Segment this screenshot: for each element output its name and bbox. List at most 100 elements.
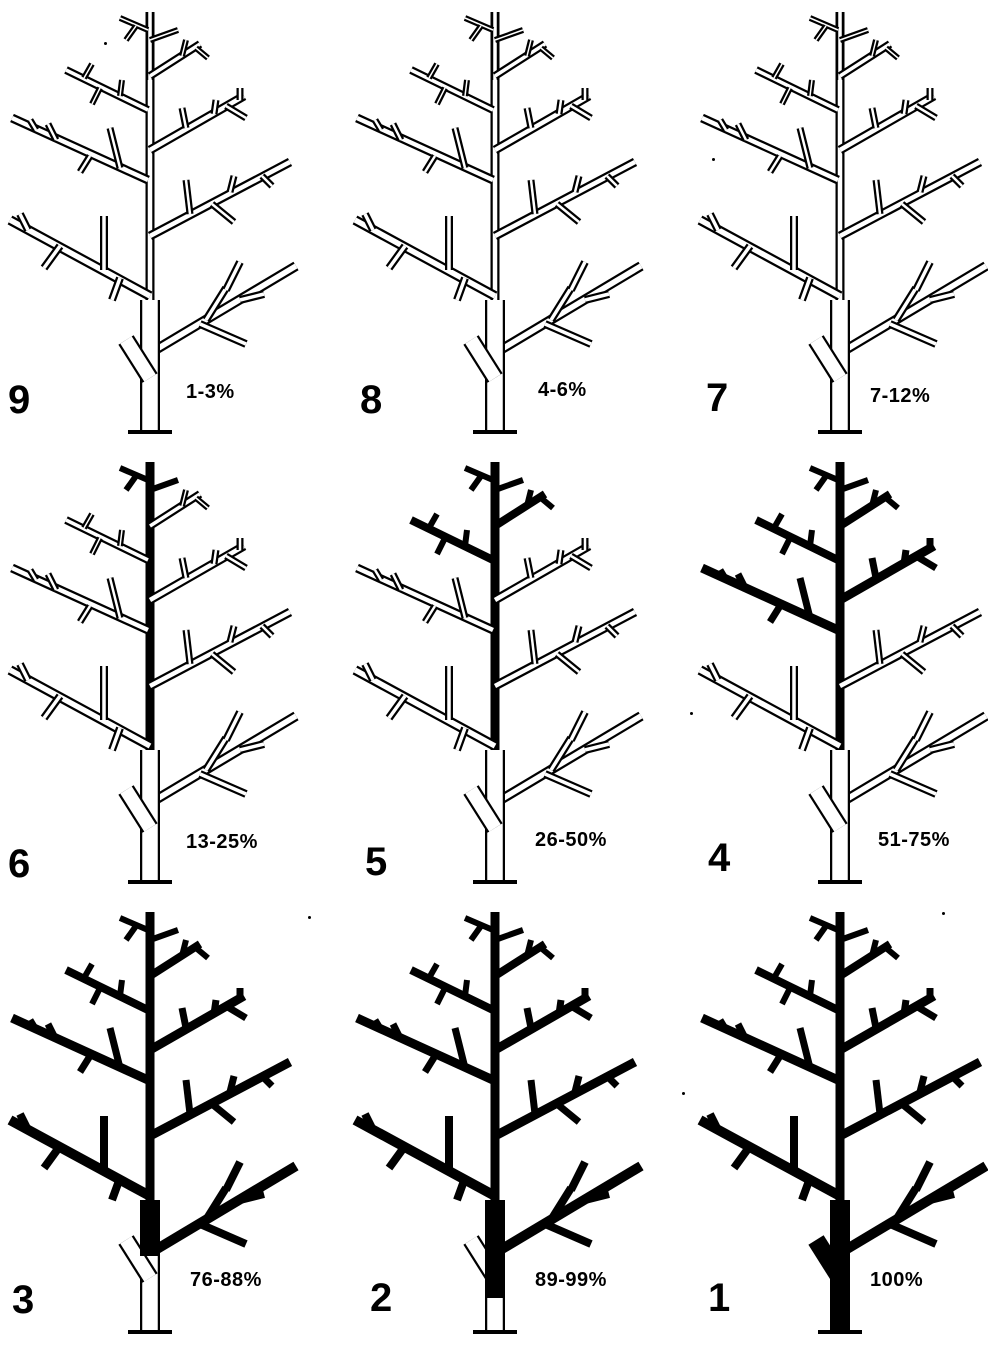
branch-live-wood [497, 716, 641, 802]
branch-live-wood [700, 670, 840, 746]
branch-outline [545, 1224, 591, 1244]
branch-live-wood [840, 162, 980, 236]
panel-score-4: 4 51-75% [690, 450, 988, 900]
dieback-percent-label: 89-99% [535, 1270, 607, 1290]
branch-outline [756, 520, 838, 560]
branch-outline [920, 1076, 924, 1092]
branch-live-wood [226, 712, 240, 740]
branch-outline [842, 1166, 986, 1252]
branch-outline [214, 1000, 216, 1014]
branch-outline [774, 514, 782, 528]
panel-score-2: 2 89-99% [345, 900, 674, 1350]
branch-live-wood [890, 774, 936, 794]
branch-outline [495, 494, 545, 526]
score-number: 2 [370, 1278, 392, 1318]
branch-outline [890, 1224, 936, 1244]
branch-live-wood [355, 220, 495, 296]
tree-drawing [0, 0, 329, 450]
branch-outline [196, 948, 208, 958]
panel-score-3: 3 76-88% [0, 900, 329, 1350]
print-speck [942, 912, 945, 915]
branch-live-wood [890, 324, 936, 344]
branch-outline [92, 988, 100, 1004]
branch-outline [840, 494, 890, 526]
branch-live-wood [10, 220, 150, 296]
dieback-percent-label: 100% [870, 1270, 923, 1290]
branch-outline [770, 1056, 780, 1072]
branch-outline [411, 520, 493, 560]
branch-outline [541, 498, 553, 508]
branch-outline [872, 940, 876, 956]
branch-live-wood [734, 246, 750, 268]
branch-live-wood [497, 266, 641, 352]
branch-outline [182, 940, 186, 956]
branch-outline [575, 1076, 579, 1092]
branch-outline [262, 1076, 272, 1086]
branch-live-wood [212, 204, 234, 222]
branch-outline [916, 556, 936, 568]
branch-outline [734, 1146, 750, 1168]
branch-live-wood [734, 696, 750, 718]
branch-live-wood [150, 96, 244, 150]
branch-live-wood [545, 324, 591, 344]
panel-score-1: 1 100% [690, 900, 988, 1350]
branch-outline [902, 1104, 924, 1122]
print-speck [712, 158, 715, 161]
score-number: 1 [708, 1278, 730, 1318]
branch-live-wood [916, 712, 930, 740]
branch-outline [527, 490, 531, 506]
branch-outline [557, 1104, 579, 1122]
branch-outline [182, 1008, 186, 1028]
branch-live-wood [226, 556, 246, 568]
dieback-percent-label: 76-88% [190, 1270, 262, 1290]
branch-live-wood [200, 324, 246, 344]
branch-outline [904, 1000, 906, 1014]
tree-drawing [345, 900, 674, 1350]
branch-outline [465, 980, 467, 996]
branch-outline [152, 1166, 296, 1252]
branch-outline [150, 944, 200, 976]
branch-outline [150, 1062, 290, 1136]
branch-live-wood [495, 44, 545, 76]
branch-outline [495, 996, 589, 1050]
branch-outline [355, 1120, 495, 1196]
branch-live-wood [840, 96, 934, 150]
branch-live-wood [411, 70, 493, 110]
branch-outline [872, 490, 876, 506]
branch-live-wood [66, 70, 148, 110]
panel-score-9: 9 1-3% [0, 0, 329, 450]
dieback-percent-label: 1-3% [186, 382, 235, 402]
branch-outline [607, 1076, 617, 1086]
branch-outline [876, 1080, 880, 1114]
dieback-percent-label: 13-25% [186, 832, 258, 852]
branch-outline [495, 944, 545, 976]
branch-live-wood [571, 106, 591, 118]
branch-live-wood [571, 712, 585, 740]
branch-outline [437, 538, 445, 554]
score-number: 9 [8, 380, 30, 420]
branch-outline [952, 1076, 962, 1086]
branch-live-wood [152, 266, 296, 352]
dieback-percent-label: 4-6% [538, 380, 587, 400]
branch-live-wood [389, 246, 405, 268]
branch-live-wood [840, 612, 980, 686]
branch-live-wood [557, 654, 579, 672]
branch-outline [816, 926, 826, 940]
branch-outline [44, 1146, 60, 1168]
branch-live-wood [700, 220, 840, 296]
branch-outline [186, 1080, 190, 1114]
print-speck [690, 712, 693, 715]
branch-live-wood [44, 696, 60, 718]
tree-drawing [345, 0, 674, 450]
branch-live-wood [842, 716, 986, 802]
branch-outline [886, 948, 898, 958]
branch-outline [389, 1146, 405, 1168]
panel-score-6: 6 13-25% [0, 450, 329, 900]
branch-outline [904, 550, 906, 564]
branch-outline [872, 1008, 876, 1028]
branch-live-wood [152, 716, 296, 802]
tree-drawing [690, 0, 988, 450]
branch-live-wood [150, 612, 290, 686]
print-speck [104, 42, 107, 45]
branch-outline [571, 1006, 591, 1018]
